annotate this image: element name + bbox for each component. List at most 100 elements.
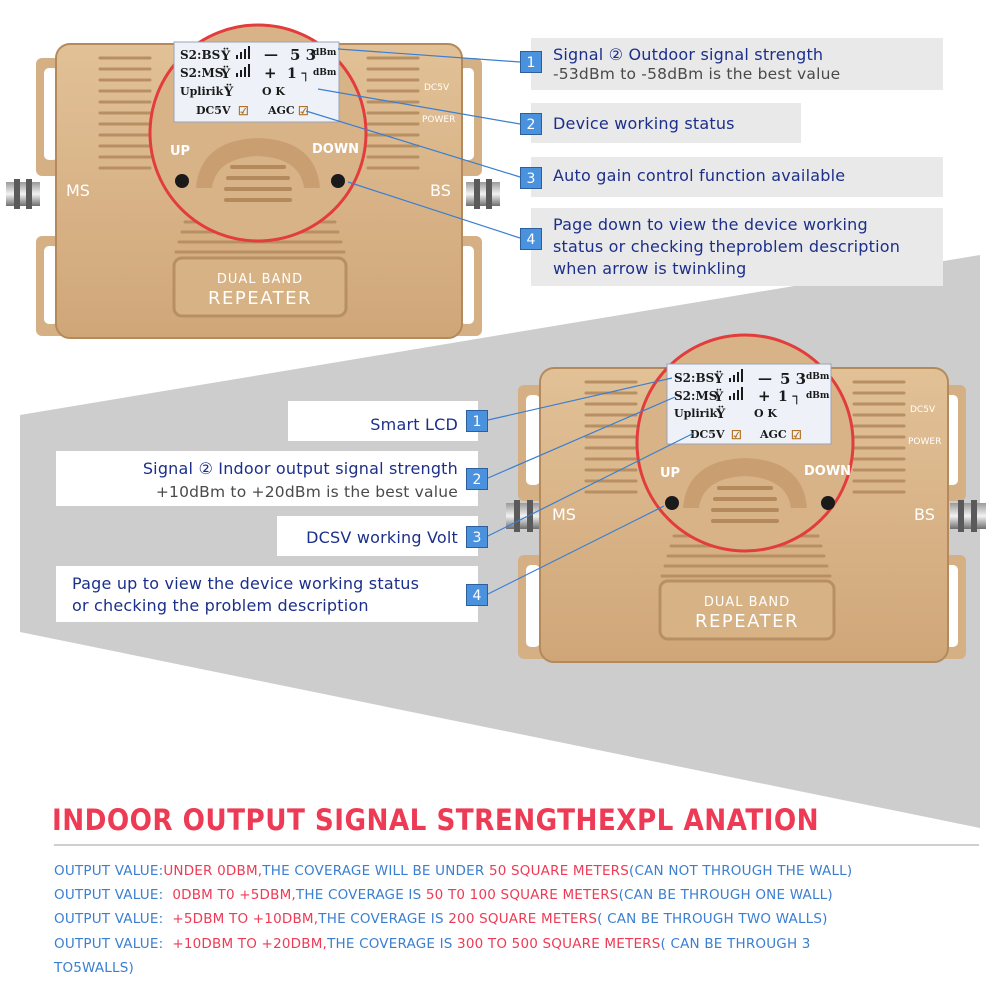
keypad-ridge — [196, 138, 320, 188]
side-label-dc5v: DC5V — [424, 83, 450, 93]
lcd-row1-unit: dBm — [806, 372, 830, 382]
callout-number: 3 — [520, 167, 542, 189]
wall-note: TO5WALLS) — [54, 960, 134, 976]
callout-number: 4 — [466, 584, 488, 606]
antenna-icon: Ϋ — [713, 389, 724, 405]
callout-line1: DCSV working Volt — [306, 528, 458, 547]
lcd-row4-dc: DC5V — [690, 428, 725, 441]
lcd-row1-sign: — — [758, 371, 772, 387]
callout-number: 2 — [520, 113, 542, 135]
connector-bs-icon — [950, 500, 986, 532]
checkbox-icon: ☑ — [791, 428, 802, 442]
repeater-badge — [172, 256, 348, 318]
output-range: +10DBM TO +20DBM, — [172, 936, 328, 952]
down-label: DOWN — [312, 142, 359, 157]
lcd-row2-label: S2:MS — [180, 66, 223, 80]
lcd-row3-label: Uplirik — [674, 407, 718, 420]
wall-note: (CAN BE THROUGH ONE WALL) — [618, 887, 833, 903]
explanation-line: OUTPUT VALUE:UNDER 0DBM,THE COVERAGE WIL… — [54, 863, 852, 879]
wall-note: ( CAN BE THROUGH 3 — [660, 936, 811, 952]
down-button[interactable] — [331, 174, 345, 188]
lcd-row2-value: 1 ┐ — [287, 66, 310, 82]
callout-line3: when arrow is twinkling — [553, 259, 747, 278]
side-label-dc5v: DC5V — [910, 405, 936, 415]
badge-line2: REPEATER — [695, 611, 799, 632]
coverage-area: 200 SQUARE METERS — [448, 911, 598, 927]
down-label: DOWN — [804, 464, 851, 479]
explanation-line: OUTPUT VALUE: 0DBM T0 +5DBM,THE COVERAGE… — [54, 887, 833, 903]
output-label: OUTPUT VALUE: — [54, 936, 173, 952]
signal-bars-icon — [729, 387, 743, 400]
lcd-row1-sign: — — [264, 47, 278, 63]
connector-ms-icon — [506, 500, 542, 532]
callout-line1: Signal ② Outdoor signal strength — [553, 45, 824, 64]
repeater-device-bottom: DUAL BAND REPEATER MS BS DC5V POWER UP D… — [506, 333, 986, 663]
coverage-area: 50 SQUARE METERS — [488, 863, 630, 879]
coverage-text: THE COVERAGE WILL BE UNDER — [262, 863, 489, 879]
up-button[interactable] — [175, 174, 189, 188]
port-label-bs: BS — [914, 505, 935, 524]
callout-smart-lcd: Smart LCD — [288, 401, 478, 441]
callout-line1: Auto gain control function available — [553, 166, 846, 185]
explanation-line: OUTPUT VALUE: +5DBM TO +10DBM,THE COVERA… — [54, 911, 828, 927]
output-range: UNDER 0DBM, — [163, 863, 263, 879]
output-label: OUTPUT VALUE: — [54, 887, 173, 903]
checkbox-icon: ☑ — [298, 104, 309, 118]
callout-line2: status or checking theproblem descriptio… — [553, 237, 901, 256]
antenna-icon: Ϋ — [220, 48, 231, 64]
lcd-row2-unit: dBm — [806, 391, 830, 401]
coverage-text: THE COVERAGE IS — [295, 887, 426, 903]
callout-page-up: Page up to view the device working statu… — [56, 566, 478, 622]
callout-number: 1 — [466, 410, 488, 432]
output-label: OUTPUT VALUE: — [54, 911, 173, 927]
lcd-row3-status: O K — [262, 85, 285, 98]
lcd-row4-dc: DC5V — [196, 104, 231, 117]
port-label-bs: BS — [430, 181, 451, 200]
coverage-text: THE COVERAGE IS — [318, 911, 449, 927]
lcd-screen — [173, 41, 340, 123]
output-label: OUTPUT VALUE: — [54, 863, 164, 879]
keypad-ridge — [683, 458, 807, 508]
connector-bs-icon — [466, 179, 500, 209]
repeater-device-top: DUAL BAND REPEATER MS BS DC5V POWER UP D… — [6, 23, 500, 339]
explanation-title: INDOOR OUTPUT SIGNAL STRENGTHEXPL ANATIO… — [52, 803, 820, 837]
output-range: +5DBM TO +10DBM, — [172, 911, 319, 927]
checkbox-icon: ☑ — [238, 104, 249, 118]
explanation-line: TO5WALLS) — [54, 960, 134, 976]
callout-number: 2 — [466, 468, 488, 490]
lcd-row1-unit: dBm — [313, 48, 337, 58]
down-button[interactable] — [821, 496, 835, 510]
callout-line2: or checking the problem description — [72, 596, 369, 615]
coverage-area: 300 TO 500 SQUARE METERS — [457, 936, 661, 952]
callout-number: 3 — [466, 526, 488, 548]
badge-line1: DUAL BAND — [217, 272, 303, 287]
lcd-row2-label: S2:MS — [674, 389, 717, 403]
port-label-ms: MS — [66, 181, 90, 200]
antenna-icon: Ϋ — [713, 371, 724, 387]
callout-line1: Smart LCD — [370, 415, 458, 434]
explanation-line: OUTPUT VALUE: +10DBM TO +20DBM,THE COVER… — [54, 936, 811, 952]
badge-line2: REPEATER — [208, 288, 312, 309]
lcd-row4-agc: AGC — [759, 428, 787, 441]
callout-line2: +10dBm to +20dBm is the best value — [155, 483, 458, 501]
antenna-icon: Ϋ — [220, 66, 231, 82]
divider — [54, 844, 979, 846]
callout-line2: -53dBm to -58dBm is the best value — [553, 65, 841, 83]
up-label: UP — [170, 144, 190, 159]
lcd-row1-label: S2:BS — [180, 48, 220, 62]
lcd-row2-sign: + — [758, 387, 771, 405]
leader-lines-top — [305, 48, 521, 239]
wall-note: (CAN NOT THROUGH THE WALL) — [629, 863, 853, 879]
lcd-row3-label: Uplirik — [180, 85, 224, 98]
signal-bars-icon — [236, 46, 250, 59]
port-label-ms: MS — [552, 505, 576, 524]
callout-outdoor-signal: Signal ② Outdoor signal strength -53dBm … — [531, 38, 943, 90]
lcd-row1-value: 5 3 — [780, 370, 806, 388]
up-button[interactable] — [665, 496, 679, 510]
output-range: 0DBM T0 +5DBM, — [172, 887, 296, 903]
antenna-icon: Ϋ — [223, 84, 234, 100]
antenna-icon: Ϋ — [715, 406, 726, 422]
repeater-badge — [658, 579, 836, 641]
wall-note: ( CAN BE THROUGH TWO WALLS) — [597, 911, 828, 927]
